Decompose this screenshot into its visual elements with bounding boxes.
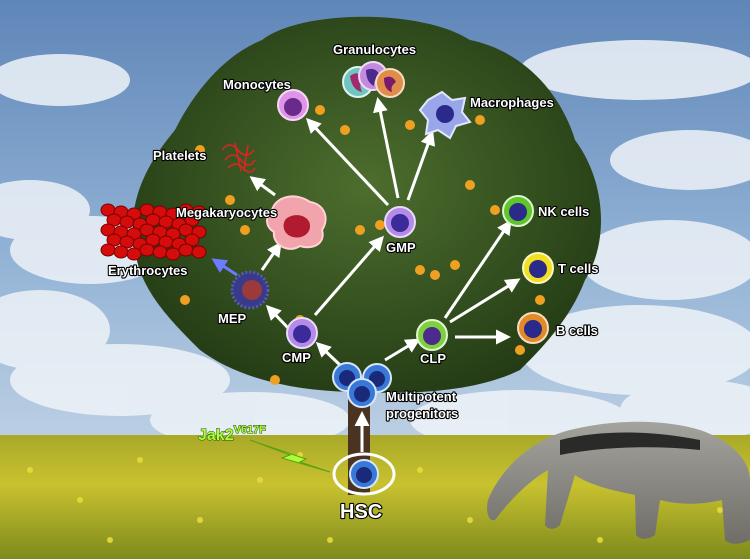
erythrocyte-blob — [100, 243, 116, 257]
erythrocyte-blob — [191, 245, 207, 259]
granulocytes-cells — [342, 61, 405, 98]
erythrocyte-blob — [184, 233, 200, 247]
platelets-icon — [221, 142, 256, 173]
arrow-megakaryocyte-to-platelets — [249, 176, 276, 197]
t-cell — [522, 252, 554, 284]
arrow-cmp-to-mep — [265, 304, 292, 332]
arrow-mep-to-erythrocytes — [211, 258, 238, 277]
label-b-cells: B cells — [556, 323, 598, 338]
arrow-cmp-to-gmp — [313, 235, 384, 316]
macrophage-cell — [418, 90, 472, 140]
erythrocyte-blob — [178, 243, 194, 257]
label-jak2-mutation: Jak2V617F — [198, 424, 266, 444]
erythrocyte-blob — [184, 213, 200, 227]
clp-cell — [416, 319, 448, 351]
erythrocyte-blob — [139, 243, 155, 257]
erythrocytes-cluster — [100, 203, 207, 261]
label-hsc: HSC — [340, 501, 382, 523]
erythrocyte-blob — [113, 245, 129, 259]
erythrocyte-blob — [152, 245, 168, 259]
label-megakaryocytes: Megakaryocytes — [176, 205, 277, 220]
label-cmp: CMP — [282, 350, 311, 365]
hsc-cell — [332, 452, 396, 496]
mep-cell — [230, 270, 270, 310]
label-t-cells: T cells — [558, 261, 598, 276]
label-erythrocytes: Erythrocytes — [108, 263, 187, 278]
label-gmp: GMP — [386, 240, 416, 255]
arrow-mep-to-megakaryocyte — [260, 241, 282, 271]
cmp-cell — [286, 317, 318, 349]
label-monocytes: Monocytes — [223, 77, 291, 92]
arrow-clp-to-t — [449, 278, 521, 324]
label-platelets: Platelets — [153, 148, 206, 163]
label-multipotent-line1: Multipotent — [386, 389, 457, 404]
arrow-gmp-to-granulocytes — [373, 97, 400, 199]
label-mep: MEP — [218, 311, 247, 326]
multipotent-progenitor-cells — [332, 362, 392, 408]
monocyte-cell — [277, 89, 309, 121]
arrow-gmp-to-macrophages — [406, 130, 436, 201]
gmp-cell — [384, 206, 416, 238]
megakaryocyte-cell — [266, 195, 327, 250]
label-macrophages: Macrophages — [470, 95, 554, 110]
label-jak2-base: Jak2 — [198, 427, 234, 444]
b-cell — [517, 312, 549, 344]
arrow-multipotent-to-clp — [384, 338, 421, 362]
cloud-layer — [0, 40, 750, 450]
label-nk-cells: NK cells — [538, 204, 589, 219]
arrow-clp-to-nk — [443, 219, 512, 319]
arrow-multipotent-to-cmp — [315, 341, 342, 367]
label-granulocytes: Granulocytes — [333, 42, 416, 57]
label-clp: CLP — [420, 351, 446, 366]
arrow-gmp-to-monocytes — [305, 117, 390, 207]
label-jak2-superscript: V617F — [234, 424, 267, 436]
anteater-illustration — [487, 421, 750, 544]
erythrocyte-blob — [165, 247, 181, 261]
erythrocyte-blob — [126, 247, 142, 261]
nk-cell — [502, 195, 534, 227]
lineage-arrows — [249, 97, 521, 452]
label-multipotent-line2: progenitors — [386, 406, 458, 421]
lightning-bolt-icon — [249, 439, 331, 473]
